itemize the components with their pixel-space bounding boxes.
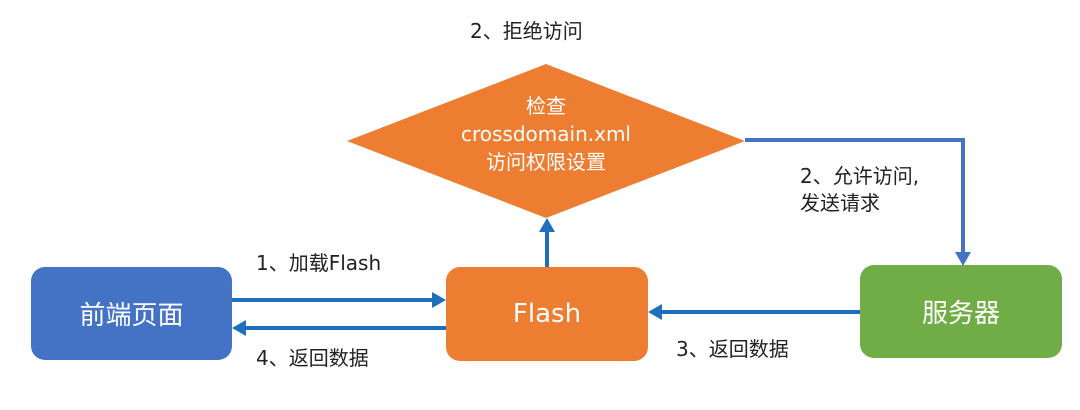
label-allow-1: 2、允许访问,	[800, 164, 920, 188]
arrow-return-frontend-head	[232, 320, 246, 336]
arrow-allow-head	[955, 252, 971, 266]
flash-label: Flash	[512, 299, 582, 329]
arrow-flash-check-head	[539, 218, 555, 232]
check-diamond	[347, 64, 745, 218]
label-return-frontend: 4、返回数据	[256, 346, 369, 370]
check-line-3: 访问权限设置	[486, 150, 606, 174]
label-load-flash: 1、加载Flash	[256, 251, 382, 275]
check-text: 检查 crossdomain.xml 访问权限设置	[347, 92, 745, 176]
label-return-flash: 3、返回数据	[676, 337, 789, 361]
server-node: 服务器	[860, 265, 1062, 358]
arrow-return-flash-head	[648, 304, 662, 320]
check-line-1: 检查	[526, 94, 566, 118]
check-line-2: crossdomain.xml	[461, 122, 631, 146]
arrow-load-flash-head	[432, 292, 446, 308]
server-label: 服务器	[921, 299, 1000, 329]
label-deny: 2、拒绝访问	[470, 19, 583, 43]
label-allow-2: 发送请求	[800, 191, 880, 215]
flash-node: Flash	[446, 267, 648, 361]
frontend-node: 前端页面	[31, 267, 232, 360]
frontend-label: 前端页面	[79, 301, 184, 331]
arrow-allow	[745, 138, 965, 252]
